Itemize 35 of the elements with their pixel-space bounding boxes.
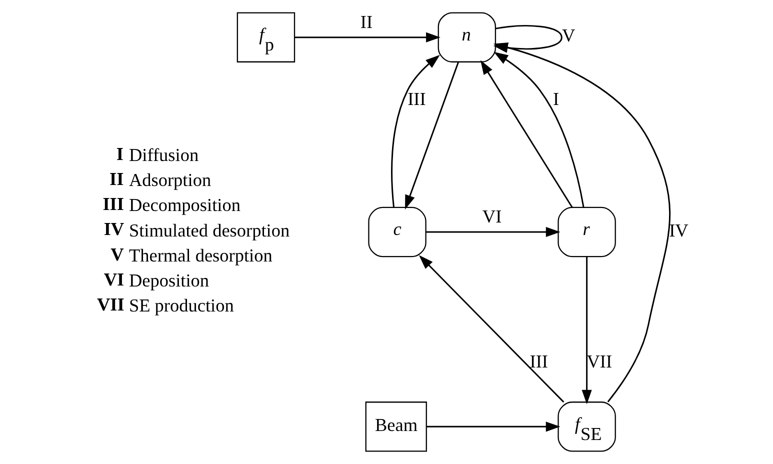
edge-label: VI [482,206,502,227]
arrow [426,422,560,432]
arrow [581,256,592,404]
arrow [294,32,440,42]
label: III [102,194,124,214]
label: IV [103,219,124,240]
label: V [110,244,124,264]
edge-label: II [360,12,372,32]
label: Decomposition [128,195,240,216]
label: Adsorption [128,170,211,190]
edge-label: III [529,352,548,372]
label: VII [96,294,124,315]
label: Thermal desorption [128,245,272,266]
edge-label: IV [668,220,688,240]
node-box: Beam [364,402,426,452]
arrow [390,54,440,208]
arrow [404,62,459,210]
label: Stimulated desorption [128,220,290,240]
arrow [493,52,584,208]
arrow [418,255,564,403]
edge-label: VII [586,352,612,372]
node-box: n [437,12,496,62]
arrow [426,226,560,238]
label: VI [103,269,124,290]
label: SE production [128,296,234,316]
label: I [116,144,124,164]
arrow [480,60,572,208]
label: II [109,168,124,189]
edge-label: I [552,89,559,110]
node-box: r⃗ [557,206,616,258]
node-box: c [368,206,426,258]
label: Diffusion [128,144,198,165]
label: Deposition [128,270,209,291]
edge-label: V [561,26,575,46]
edge-label: III [407,89,426,110]
